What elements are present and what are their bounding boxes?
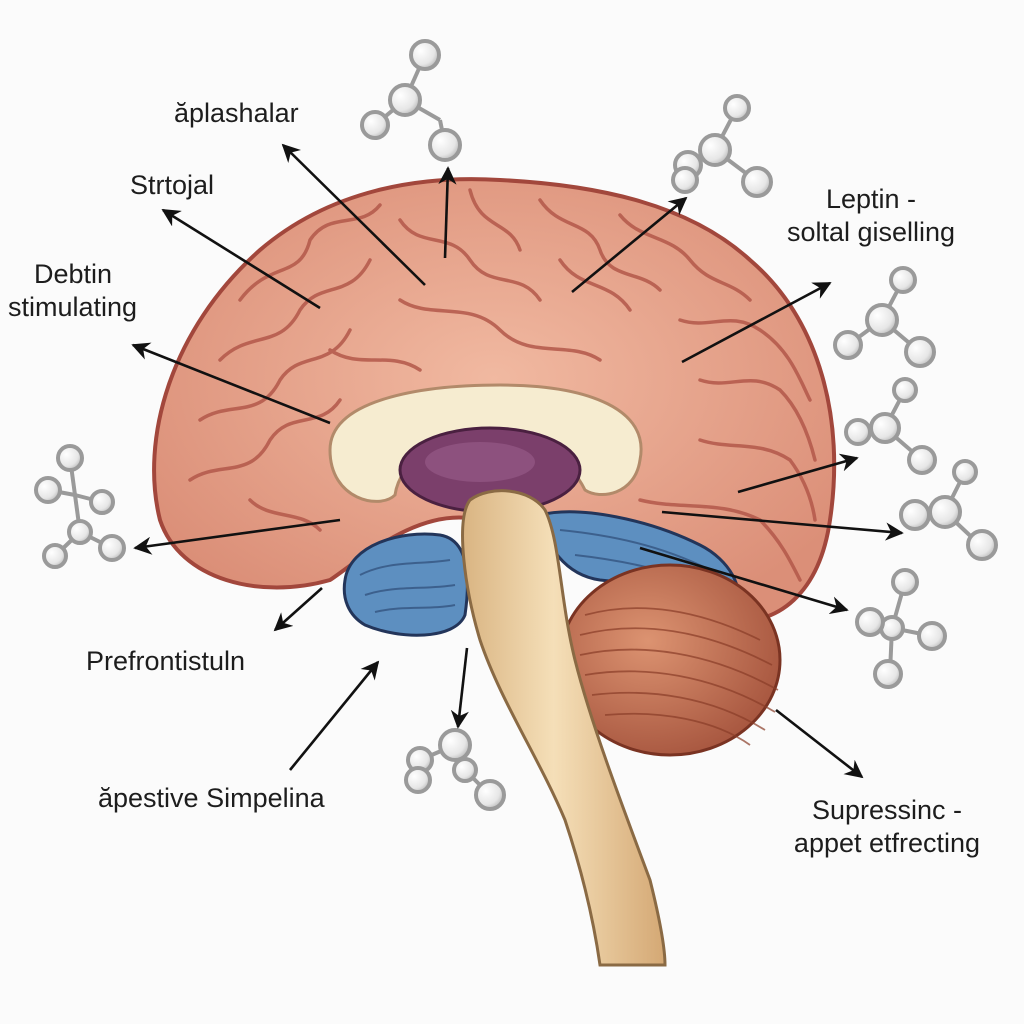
label-supressinc-line1: Supressinc -: [811, 795, 963, 825]
label-apestive-simpelina: ăpestive Simpelina: [98, 783, 325, 813]
arrow-icon: [281, 143, 426, 286]
label-prefrontistuln: Prefrontistuln: [86, 646, 246, 676]
arrow-icon: [438, 166, 457, 259]
arrow-icon: [737, 453, 859, 494]
label-leptin-line2: soltal giselling: [786, 217, 956, 247]
arrow-icon: [161, 208, 321, 310]
corpus-callosum: [328, 383, 643, 503]
label-leptin-line1: Leptin -: [825, 184, 917, 214]
arrow-icon: [639, 546, 849, 615]
molecule-icon: [899, 459, 998, 561]
arrow-icon: [450, 647, 469, 729]
gyri-folds: [188, 188, 817, 582]
molecule-icon: [404, 728, 506, 811]
arrow-icon: [131, 143, 904, 779]
arrow-icon: [571, 196, 688, 294]
label-debtin-line2: stimulating: [8, 292, 138, 322]
arrow-icon: [661, 510, 904, 541]
molecule-icon: [360, 39, 462, 162]
label-strtojal: Strtojal: [130, 170, 215, 200]
molecule-icon: [671, 94, 773, 198]
label-debtin-line1: Debtin: [34, 259, 113, 289]
label-aplashalar: ăplashalar: [174, 98, 299, 128]
arrow-icon: [131, 342, 331, 425]
molecule-icon: [833, 266, 936, 368]
molecule-icon: [855, 568, 947, 689]
label-supressinc: Supressinc - appet etfrecting: [774, 794, 1000, 860]
brainstem: [461, 489, 667, 967]
label-supressinc-line2: appet etfrecting: [793, 828, 981, 858]
molecule-icon: [844, 377, 937, 475]
arrow-icon: [273, 587, 323, 632]
arrow-icon: [681, 281, 832, 364]
molecule-icon: [34, 39, 998, 811]
label-debtin: Debtin stimulating: [8, 258, 168, 324]
arrow-icon: [133, 518, 341, 555]
arrow-icon: [288, 660, 380, 771]
label-leptin: Leptin - soltal giselling: [766, 183, 976, 249]
molecule-icon: [34, 444, 126, 569]
arrow-icon: [775, 708, 864, 779]
midbrain-left: [342, 532, 469, 637]
